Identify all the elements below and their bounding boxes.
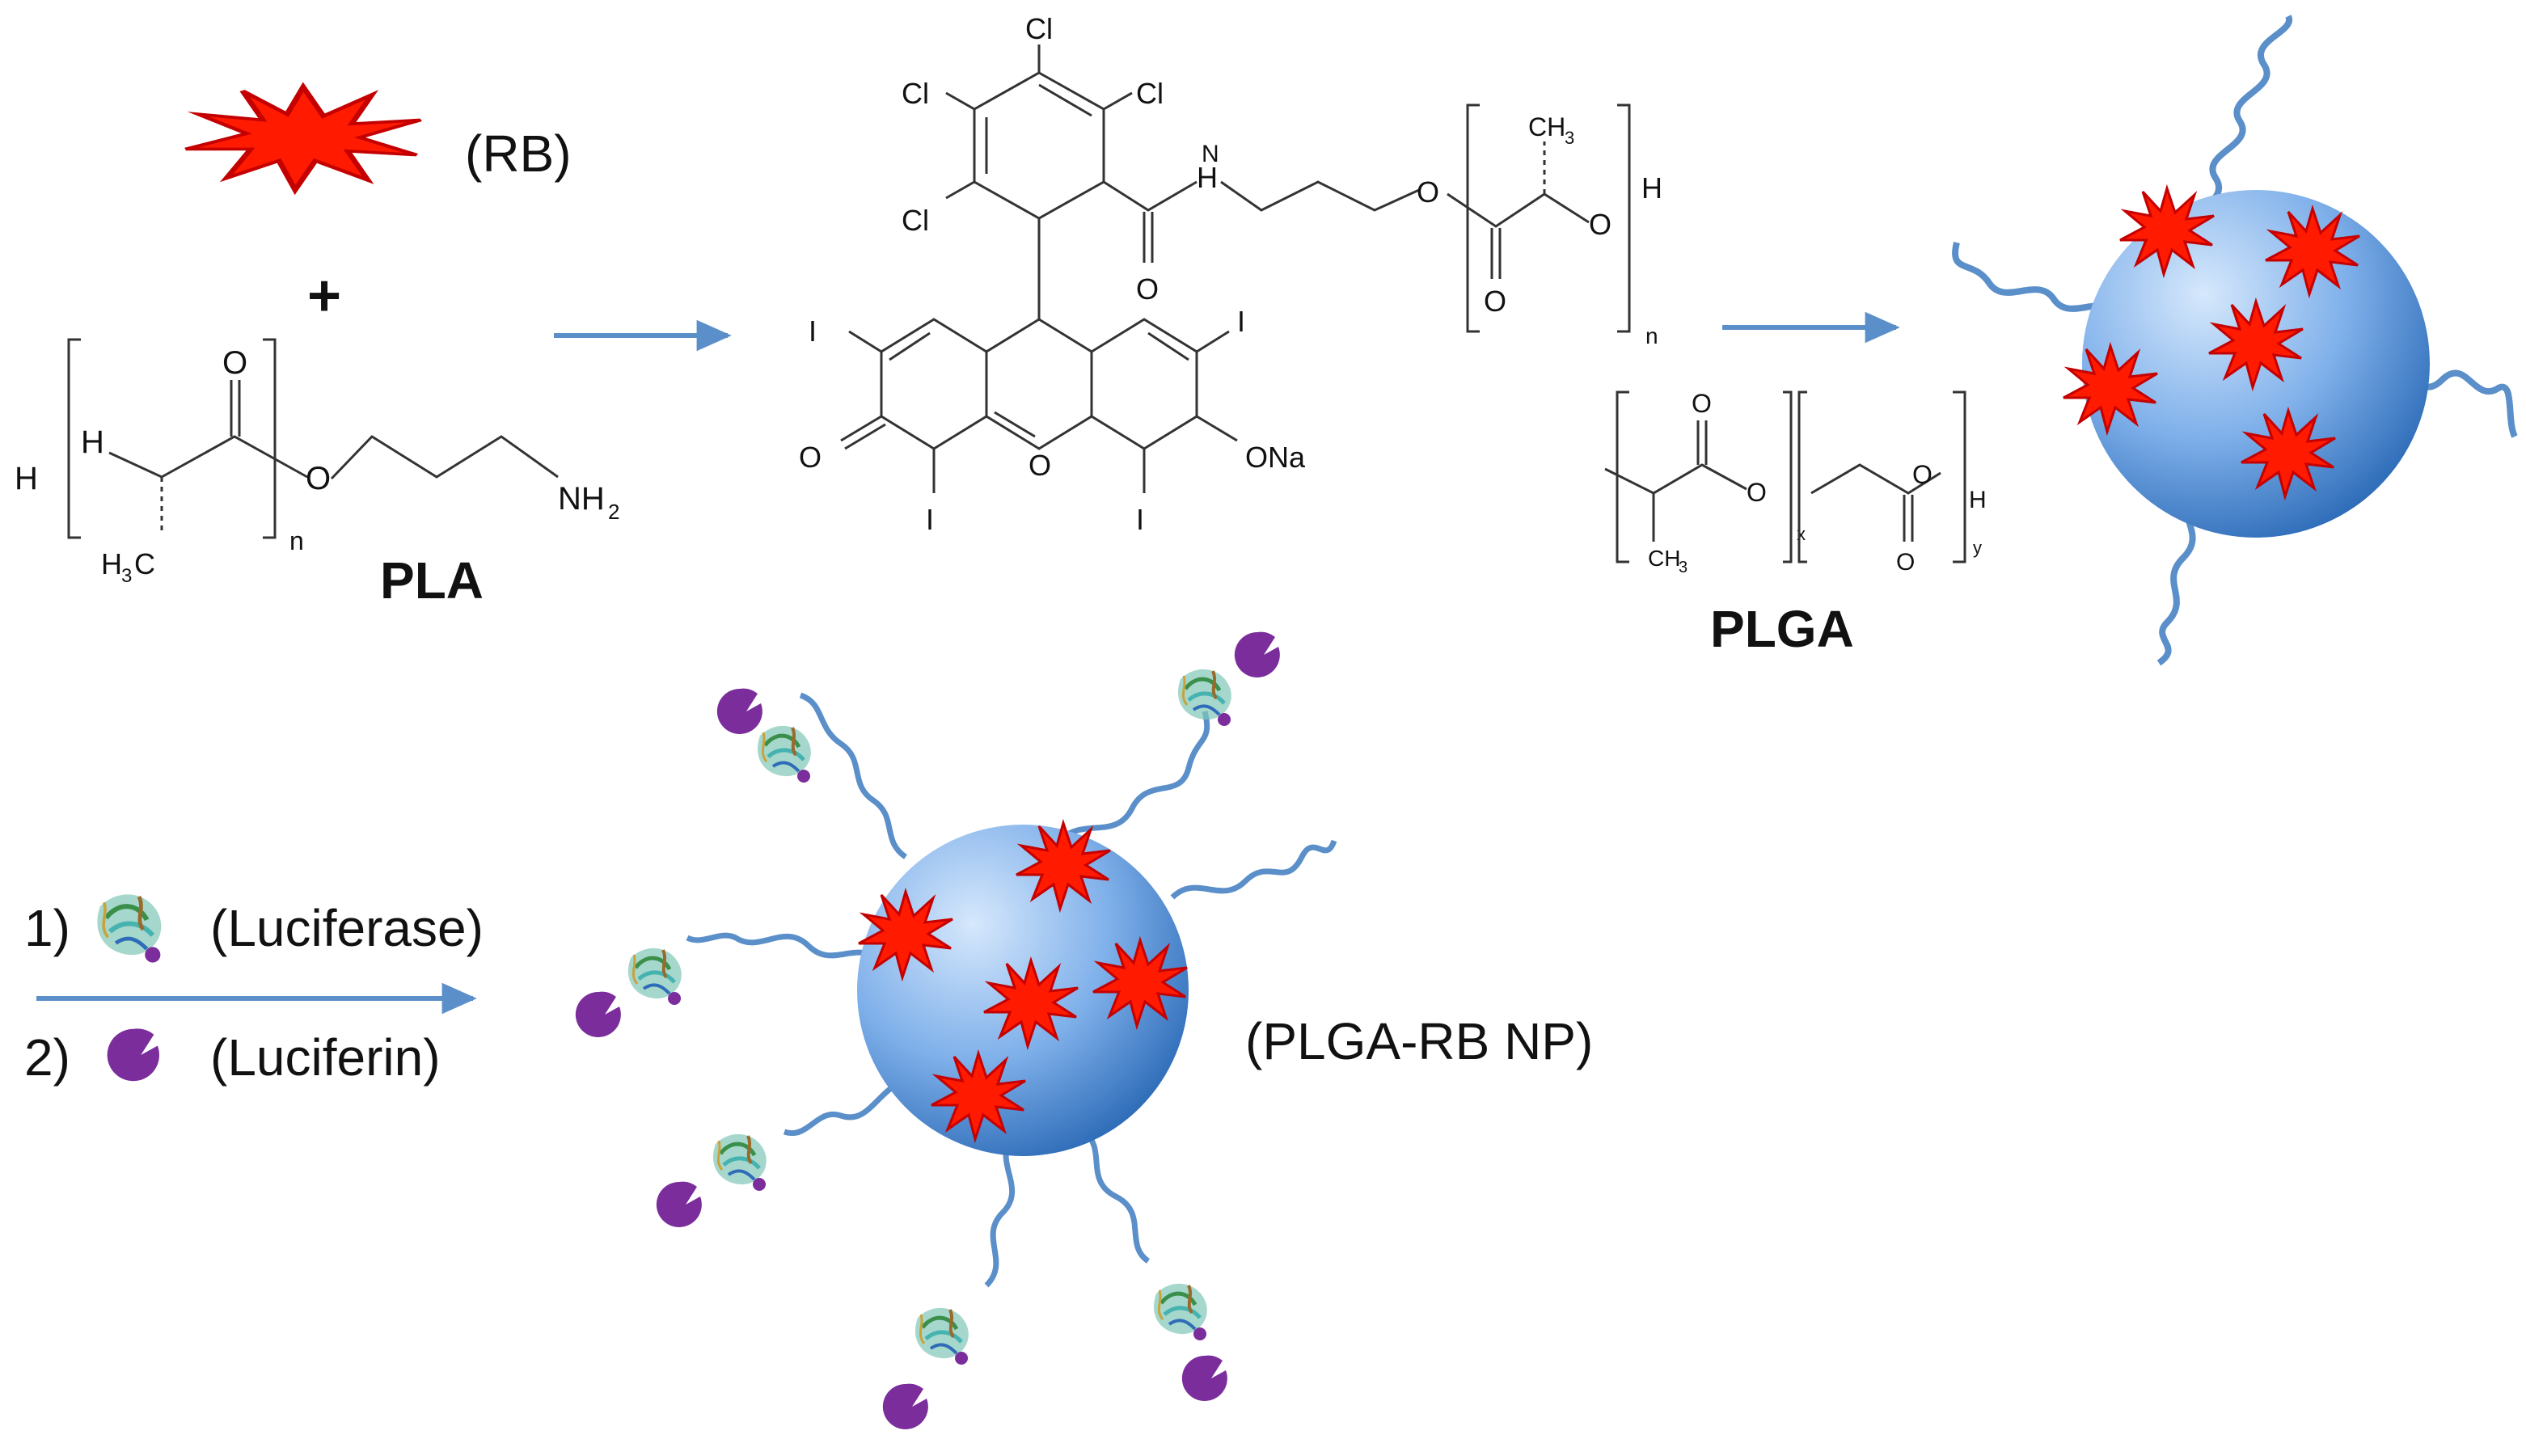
svg-text:H: H [101, 547, 122, 580]
svg-text:I: I [809, 314, 817, 348]
luciferase-label: (Luciferase) [210, 899, 484, 957]
plga-rb-nanoparticle-top [1952, 15, 2518, 666]
svg-text:N: N [1202, 141, 1219, 167]
plga-label: PLGA [1710, 600, 1854, 658]
luciferase-conjugate-2 [1178, 631, 1280, 726]
step1-number: 1) [24, 899, 70, 957]
svg-text:2: 2 [608, 500, 619, 524]
plga-structure: O CH 3 O x O O H y [1604, 389, 1987, 576]
svg-text:3: 3 [121, 565, 132, 587]
luciferase-conjugate-1 [716, 688, 811, 783]
luciferase-conjugate-6 [1154, 1284, 1227, 1401]
svg-text:n: n [289, 526, 304, 555]
svg-text:Cl: Cl [1136, 77, 1164, 110]
step2-number: 2) [24, 1028, 70, 1087]
svg-text:H: H [1969, 487, 1987, 513]
luciferase-conjugate-4 [656, 1134, 767, 1227]
svg-text:CH: CH [1648, 546, 1680, 571]
svg-text:3: 3 [1565, 128, 1574, 148]
svg-text:O: O [1136, 272, 1159, 306]
svg-text:H: H [1197, 161, 1218, 194]
reagent-legend: 1) (Luciferase) 2) (Luciferin) [24, 894, 484, 1087]
svg-text:NH: NH [558, 481, 605, 517]
luciferase-icon [97, 894, 161, 962]
product-label: (PLGA-RB NP) [1245, 1012, 1593, 1070]
luciferase-conjugate-5 [882, 1308, 969, 1429]
svg-text:O: O [1912, 460, 1933, 489]
svg-text:O: O [799, 441, 822, 474]
luciferin-label: (Luciferin) [210, 1028, 441, 1087]
svg-text:H: H [15, 461, 38, 496]
svg-text:I: I [926, 503, 934, 536]
svg-text:O: O [1589, 208, 1611, 241]
svg-text:H: H [1641, 171, 1662, 205]
svg-text:y: y [1973, 538, 1982, 558]
svg-text:Cl: Cl [902, 77, 929, 110]
svg-text:ONa: ONa [1245, 441, 1306, 474]
pla-structure: H H O H 3 C n O NH 2 [15, 338, 619, 587]
svg-text:O: O [222, 345, 247, 381]
svg-text:O: O [1417, 175, 1439, 209]
svg-text:O: O [1029, 449, 1051, 482]
plus-sign: + [307, 264, 341, 328]
svg-text:O: O [1747, 478, 1767, 507]
plga-rb-nanoparticle-functionalized [575, 631, 1337, 1429]
svg-text:Cl: Cl [1025, 12, 1053, 45]
svg-text:O: O [1896, 549, 1915, 576]
svg-text:O: O [306, 461, 331, 496]
rb-pla-conjugate-structure: Cl Cl Cl Cl O H N O O CH 3 O H n I I I I [799, 12, 1662, 536]
rb-label: (RB) [465, 124, 572, 183]
svg-text:I: I [1136, 503, 1144, 536]
svg-text:n: n [1645, 323, 1658, 348]
luciferin-icon [107, 1028, 160, 1082]
svg-text:H: H [81, 424, 104, 460]
svg-text:I: I [1237, 305, 1245, 338]
svg-text:Cl: Cl [902, 204, 929, 237]
pla-label: PLA [380, 551, 484, 610]
rb-star-icon [186, 87, 420, 190]
svg-text:CH: CH [1528, 112, 1565, 141]
luciferase-conjugate-3 [575, 948, 682, 1037]
svg-text:C: C [134, 547, 155, 580]
svg-text:O: O [1692, 389, 1712, 418]
svg-text:x: x [1797, 524, 1806, 544]
svg-text:3: 3 [1679, 559, 1688, 576]
svg-text:O: O [1484, 285, 1506, 318]
